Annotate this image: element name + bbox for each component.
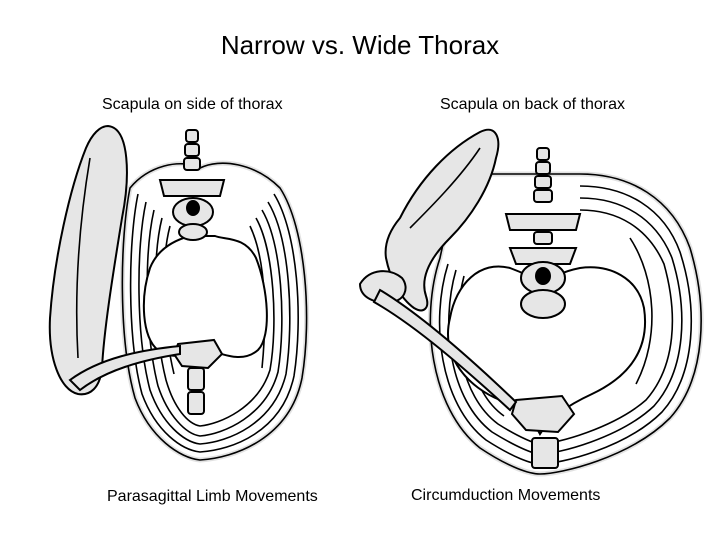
wide-thorax-illustration [358, 128, 704, 477]
wide-thorax-caption: Scapula on back of thorax [440, 96, 626, 113]
scapula [48, 124, 128, 396]
humerus [372, 288, 518, 412]
clavicle [358, 270, 407, 304]
vertebral-column [158, 129, 226, 241]
narrow-thorax-movement-caption: Parasagittal Limb Movements [107, 488, 318, 505]
slide-title: Narrow vs. Wide Thorax [220, 30, 500, 60]
thoracic-cavity [142, 235, 268, 359]
rib-cage [427, 171, 704, 477]
narrow-thorax-illustration [48, 124, 310, 463]
vertebral-column [504, 147, 582, 319]
wide-thorax-movement-caption: Circumduction Movements [411, 487, 601, 504]
narrow-thorax-caption: Scapula on side of thorax [102, 96, 283, 113]
clavicle [68, 344, 181, 392]
sternum [172, 338, 224, 415]
sternum [510, 394, 576, 469]
